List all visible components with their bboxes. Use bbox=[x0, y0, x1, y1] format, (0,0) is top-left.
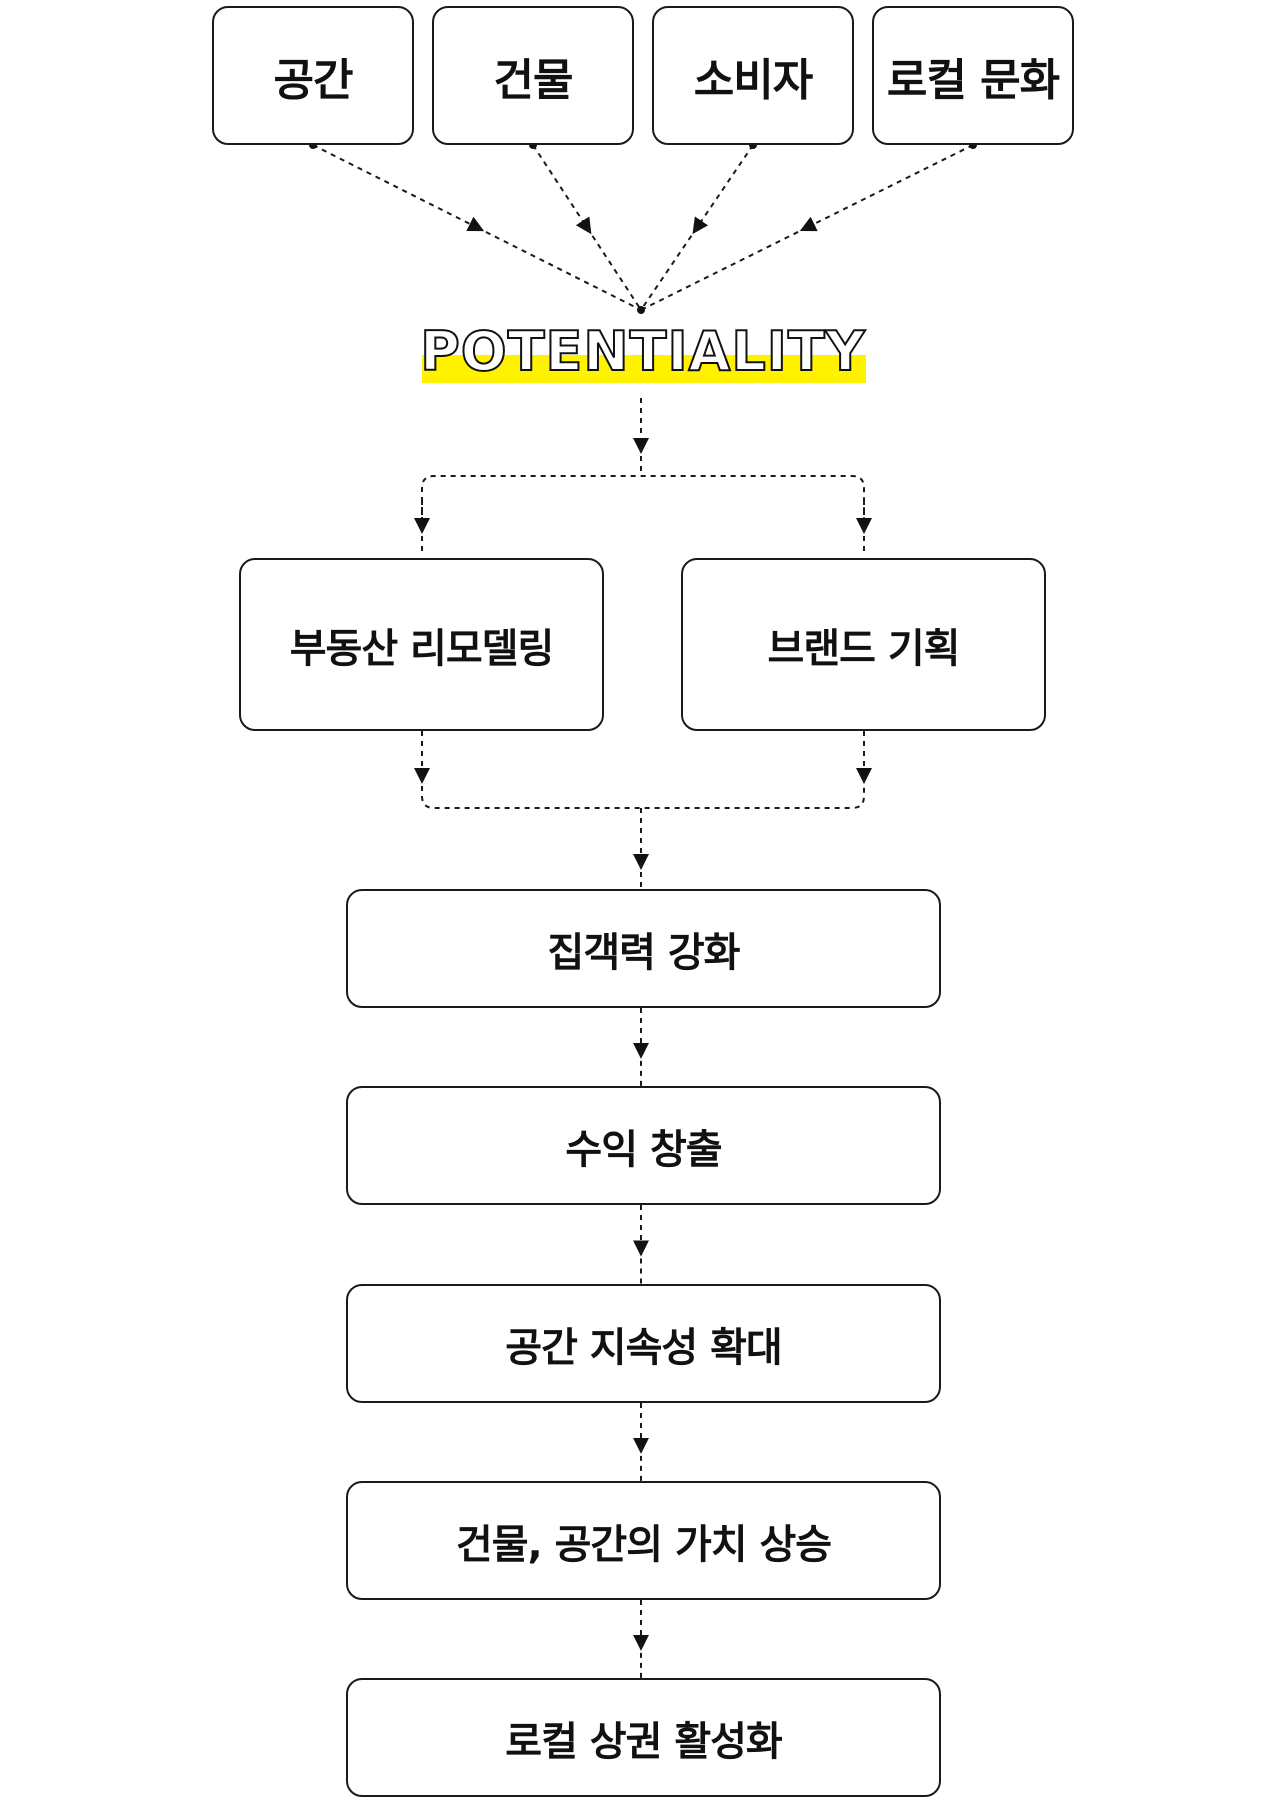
branch-label: 부동산 리모델링 bbox=[289, 625, 555, 672]
source-label: 건물 bbox=[493, 54, 574, 106]
source-to-core-arrow bbox=[692, 144, 754, 235]
source-label: 공간 bbox=[273, 54, 354, 106]
step-box-sustainability: 공간 지속성 확대 bbox=[346, 1284, 941, 1403]
step-box-local-commerce: 로컬 상권 활성화 bbox=[346, 1678, 941, 1797]
step-label: 건물, 공간의 가치 상승 bbox=[455, 1521, 832, 1568]
step-label: 공간 지속성 확대 bbox=[505, 1324, 782, 1371]
step-box-revenue: 수익 창출 bbox=[346, 1086, 941, 1205]
source-box-building: 건물 bbox=[432, 6, 634, 145]
branch-box-remodeling: 부동산 리모델링 bbox=[239, 558, 604, 731]
source-box-consumer: 소비자 bbox=[652, 6, 854, 145]
step-box-value-rise: 건물, 공간의 가치 상승 bbox=[346, 1481, 941, 1600]
merge-bracket bbox=[421, 776, 865, 809]
source-box-local-culture: 로컬 문화 bbox=[872, 6, 1074, 145]
step-box-attraction: 집객력 강화 bbox=[346, 889, 941, 1008]
split-bracket bbox=[421, 475, 865, 522]
step-label: 로컬 상권 활성화 bbox=[505, 1718, 782, 1765]
branch-box-brand-planning: 브랜드 기획 bbox=[681, 558, 1046, 731]
source-to-core-line bbox=[586, 226, 642, 311]
potentiality-label: POTENTIALITY bbox=[419, 319, 866, 384]
source-label: 로컬 문화 bbox=[886, 54, 1060, 106]
source-to-core-line bbox=[640, 226, 808, 311]
step-label: 수익 창출 bbox=[565, 1126, 722, 1173]
source-to-core-arrow bbox=[799, 144, 974, 232]
branch-label: 브랜드 기획 bbox=[767, 625, 961, 672]
source-to-core-arrow bbox=[532, 144, 592, 235]
source-to-core-line bbox=[476, 226, 642, 311]
source-to-core-line bbox=[640, 226, 698, 311]
convergence-dot bbox=[637, 306, 645, 314]
source-to-core-arrow bbox=[312, 144, 485, 232]
source-label: 소비자 bbox=[693, 54, 813, 106]
potentiality-highlight bbox=[422, 355, 866, 383]
step-label: 집객력 강화 bbox=[547, 929, 741, 976]
source-box-space: 공간 bbox=[212, 6, 414, 145]
